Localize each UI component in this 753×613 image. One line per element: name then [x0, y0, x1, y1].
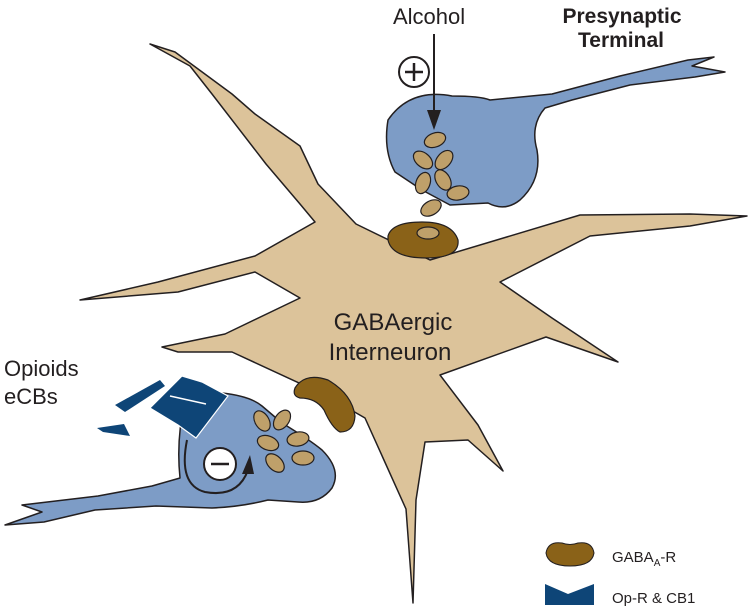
alcohol-label: Alcohol	[393, 4, 465, 29]
vesicle	[414, 171, 432, 195]
ligand-fragment	[115, 380, 165, 412]
opioid-receptor	[149, 375, 229, 439]
legend-opioid-cb1-receptor-label: Op-R & CB1	[612, 590, 695, 607]
ligand-fragment	[97, 424, 130, 436]
alcohol-arrow-head	[427, 110, 441, 130]
vesicle	[256, 434, 280, 452]
vesicle	[423, 131, 447, 149]
vesicle	[420, 199, 442, 217]
feedback-arrow	[183, 439, 249, 494]
opioid-receptor-notch	[169, 395, 207, 405]
gaba-a-receptor-top	[387, 221, 459, 259]
interneuron-body	[79, 43, 748, 604]
legend-opioid-cb1-receptor-icon	[545, 584, 594, 605]
vesicles-lower	[253, 409, 315, 473]
ecbs-label: eCBs	[4, 384, 58, 409]
feedback-arrow-head	[242, 455, 254, 474]
vesicle	[446, 185, 470, 201]
vesicle-docked	[416, 226, 440, 240]
vesicle	[272, 409, 292, 431]
plus-icon	[398, 56, 430, 88]
opioids-label: Opioids	[4, 356, 79, 381]
presynaptic-label: Presynaptic	[562, 5, 681, 28]
terminal-label: Terminal	[578, 29, 664, 52]
legend: GABAA-R Op-R & CB1	[545, 542, 695, 607]
ligand-fragments	[97, 380, 165, 436]
minus-icon	[203, 447, 237, 481]
vesicle	[265, 453, 285, 473]
vesicle	[286, 431, 310, 447]
legend-gaba-a-receptor-icon	[545, 542, 595, 567]
vesicle	[253, 410, 271, 432]
legend-gaba-a-receptor-label: GABAA-R	[612, 549, 676, 569]
presynaptic-terminal-lower	[4, 389, 337, 526]
presynaptic-terminal-upper	[385, 56, 726, 208]
vesicle	[434, 169, 452, 191]
interneuron-label-line1: GABAergic	[334, 309, 453, 336]
interneuron-label-line2: Interneuron	[329, 339, 452, 366]
gaba-a-receptor-left	[293, 376, 356, 433]
vesicle	[434, 149, 454, 171]
vesicle	[412, 150, 434, 170]
vesicle	[291, 450, 315, 466]
